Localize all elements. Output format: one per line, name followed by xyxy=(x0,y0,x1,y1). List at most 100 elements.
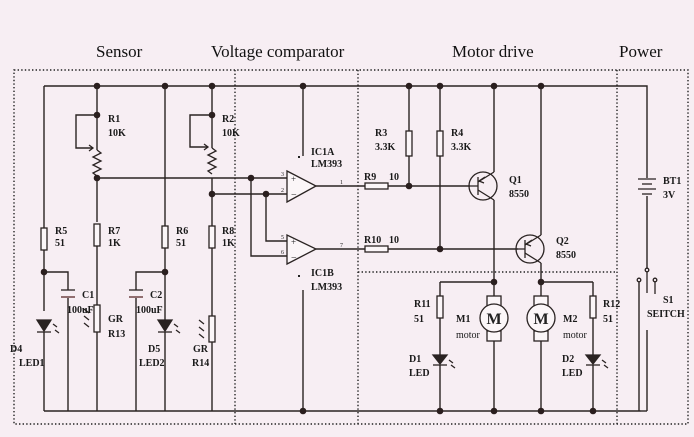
label-ic1b-value: LM393 xyxy=(311,282,342,293)
bottom-rail xyxy=(44,330,648,412)
label-r1-value: 10K xyxy=(108,128,126,139)
label-s1-ref: S1 xyxy=(663,295,674,306)
label-r11-value: 51 xyxy=(414,314,424,325)
label-m1-ref: M1 xyxy=(456,314,470,325)
label-m2-ref: M2 xyxy=(563,314,577,325)
label-r8-value: 1K xyxy=(222,238,235,249)
label-d5-ref: D5 xyxy=(148,344,160,355)
transistor-q2: Q2 8550 xyxy=(515,86,576,282)
led-d5: D5 LED2 xyxy=(139,319,181,369)
resistor-r12: R12 51 xyxy=(589,282,620,411)
comparator-ic1a: + − 3 2 1 IC1A LM393 xyxy=(281,147,343,204)
label-c1-ref: C1 xyxy=(82,290,94,301)
ic1a-pin-plus: 3 xyxy=(281,172,284,178)
label-r6-value: 51 xyxy=(176,238,186,249)
label-c2-value: 100uF xyxy=(136,305,163,316)
label-q2-ref: Q2 xyxy=(556,236,569,247)
label-r1-ref: R1 xyxy=(108,114,120,125)
ic1b-pin-minus: 6 xyxy=(281,250,284,256)
label-r8-ref: R8 xyxy=(222,226,234,237)
led-d1: D1 LED xyxy=(409,354,456,379)
label-r7-ref: R7 xyxy=(108,226,120,237)
label-r2-ref: R2 xyxy=(222,114,234,125)
resistor-r9: R9 10 xyxy=(364,172,470,190)
section-title-power: Power xyxy=(619,42,663,61)
resistor-r6: R6 51 xyxy=(161,86,188,411)
label-r9-ref: R9 xyxy=(364,172,376,183)
svg-text:+: + xyxy=(291,237,296,247)
label-r12-ref: R12 xyxy=(603,299,620,310)
label-q2-value: 8550 xyxy=(556,250,576,261)
label-d2-ref: D2 xyxy=(562,354,574,365)
label-r3-value: 3.3K xyxy=(375,142,396,153)
label-r12-value: 51 xyxy=(603,314,613,325)
label-d4-value: LED1 xyxy=(19,358,45,369)
section-title-sensor: Sensor xyxy=(96,42,143,61)
motor-m1: M M1 motor xyxy=(456,282,509,411)
photoresistor-r14: GR R14 xyxy=(192,315,216,369)
label-m2-value: motor xyxy=(563,330,588,341)
resistor-r7: R7 1K xyxy=(93,223,121,411)
label-r4-value: 3.3K xyxy=(451,142,472,153)
section-frames xyxy=(13,69,689,425)
resistor-r10: R10 10 xyxy=(364,235,518,253)
resistor-r4: R4 3.3K xyxy=(436,86,472,249)
label-r14-type: GR xyxy=(193,344,209,355)
capacitor-c2: C2 100uF xyxy=(129,271,165,411)
label-r6-ref: R6 xyxy=(176,226,188,237)
ic1b-pin-plus: 5 xyxy=(281,235,284,241)
label-d1-value: LED xyxy=(409,368,430,379)
wire-ic1b-inputs xyxy=(250,178,287,257)
potentiometer-r2: R2 10K xyxy=(189,86,240,226)
resistor-r11: R11 51 xyxy=(414,282,444,411)
led-d2: D2 LED xyxy=(562,354,609,379)
label-c1-value: 100uF xyxy=(67,305,94,316)
resistor-r5: R5 51 xyxy=(40,226,67,411)
label-m1-value: motor xyxy=(456,330,481,341)
motor-m2: M M2 motor xyxy=(526,282,588,411)
svg-text:−: − xyxy=(291,253,297,264)
m2-symbol: M xyxy=(533,311,548,328)
label-r4-ref: R4 xyxy=(451,128,463,139)
label-d2-value: LED xyxy=(562,368,583,379)
label-d1-ref: D1 xyxy=(409,354,421,365)
resistor-r3: R3 3.3K xyxy=(375,86,413,186)
label-bt1-value: 3V xyxy=(663,190,676,201)
photoresistor-r13: GR R13 xyxy=(83,304,125,340)
ic1a-pin-minus: 2 xyxy=(281,188,284,194)
label-q1-ref: Q1 xyxy=(509,175,522,186)
transistor-q1: Q1 8550 xyxy=(468,86,529,282)
label-bt1-ref: BT1 xyxy=(663,176,681,187)
led-d4: D4 LED1 xyxy=(10,319,60,369)
label-r14-ref: R14 xyxy=(192,358,209,369)
label-r5-value: 51 xyxy=(55,238,65,249)
section-title-comparator: Voltage comparator xyxy=(211,42,345,61)
label-ic1b-ref: IC1B xyxy=(311,268,334,279)
section-title-motor-drive: Motor drive xyxy=(452,42,534,61)
resistor-r8: R8 1K xyxy=(208,225,235,411)
potentiometer-r1: R1 10K xyxy=(75,86,126,222)
m1-symbol: M xyxy=(486,311,501,328)
svg-text:+: + xyxy=(291,174,296,184)
label-ic1a-ref: IC1A xyxy=(311,147,335,158)
capacitor-c1: C1 100uF xyxy=(44,271,94,411)
ic1a-pin-out: 1 xyxy=(340,180,343,186)
top-rail xyxy=(43,85,648,228)
battery-bt1: BT1 3V xyxy=(638,170,681,268)
label-r11-ref: R11 xyxy=(414,299,431,310)
label-r10-value: 10 xyxy=(389,235,399,246)
label-c2-ref: C2 xyxy=(150,290,162,301)
label-r10-ref: R10 xyxy=(364,235,381,246)
svg-text:−: − xyxy=(291,190,297,201)
label-r9-value: 10 xyxy=(389,172,399,183)
label-ic1a-value: LM393 xyxy=(311,159,342,170)
label-r2-value: 10K xyxy=(222,128,240,139)
ic1b-pin-out: 7 xyxy=(340,243,343,249)
comparator-ic1b: + − 5 6 7 IC1B LM393 xyxy=(281,233,343,293)
label-s1-value: SEITCH xyxy=(647,309,685,320)
label-r13-type: GR xyxy=(108,314,124,325)
switch-s1[interactable]: S1 SEITCH xyxy=(636,267,685,411)
label-r13-ref: R13 xyxy=(108,329,125,340)
label-q1-value: 8550 xyxy=(509,189,529,200)
